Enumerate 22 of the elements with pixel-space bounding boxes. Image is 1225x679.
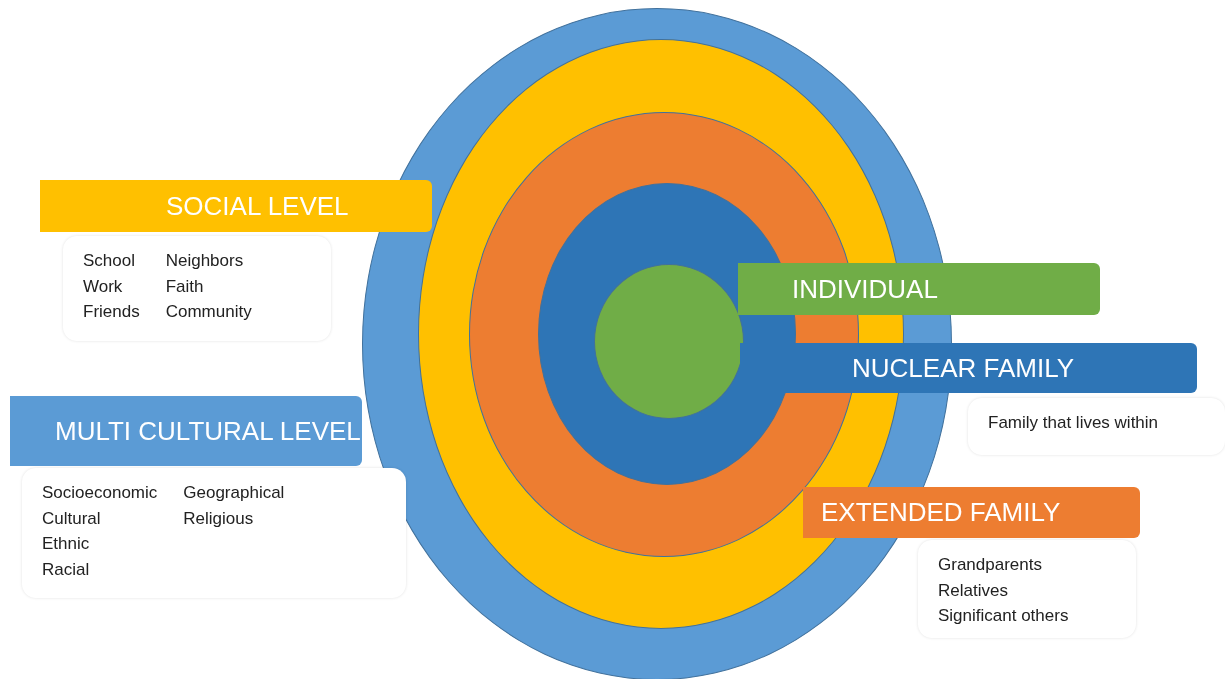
level-banner: EXTENDED FAMILY — [803, 487, 1140, 538]
list-item: Faith — [165, 275, 205, 298]
list-item: Neighbors — [165, 250, 245, 272]
list-item: School — [83, 250, 136, 272]
list-item: Grandparents — [938, 554, 1043, 576]
level-banner: MULTI CULTURAL LEVEL — [10, 396, 362, 466]
list-item: Friends — [83, 301, 140, 323]
list-item: Geographical — [183, 482, 285, 504]
list-card — [22, 468, 406, 598]
list-item: Community — [165, 301, 252, 323]
level-banner: INDIVIDUAL — [738, 263, 1100, 315]
list-item: Work — [83, 275, 124, 298]
level-banner: SOCIAL LEVEL — [40, 180, 432, 232]
list-item: Socioeconomic — [42, 482, 158, 504]
list-item: Racial — [42, 558, 91, 581]
list-item: Cultural — [42, 507, 102, 530]
list-item: Significant others — [938, 605, 1069, 627]
level-banner: NUCLEAR FAMILY — [740, 343, 1197, 393]
list-item: Family that lives within — [988, 412, 1159, 434]
list-item: Ethnic — [42, 533, 91, 555]
list-item: Religious — [183, 507, 255, 530]
list-item: Relatives — [938, 579, 1009, 602]
